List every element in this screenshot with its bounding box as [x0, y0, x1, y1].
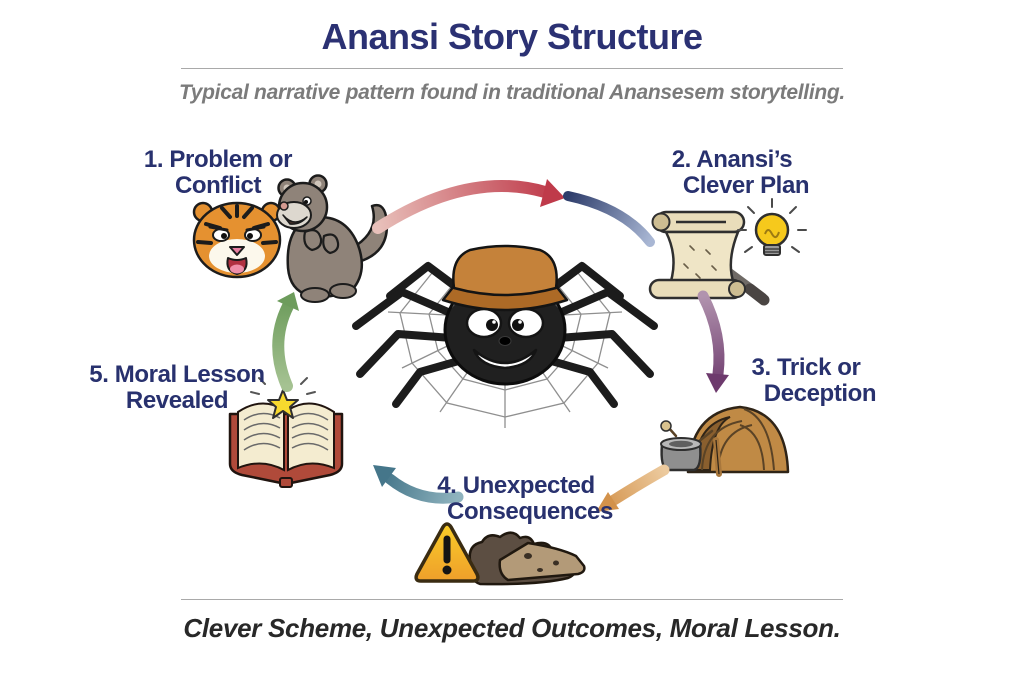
stage-1-line1: 1. Problem or — [143, 146, 293, 173]
top-divider — [181, 68, 843, 69]
arrow-stage5-to-stage1 — [272, 292, 299, 392]
anansi-spider-icon — [352, 244, 658, 408]
stage-1-label: 1. Problem or Conflict — [118, 146, 318, 200]
arrow-stage2-to-stage3 — [697, 290, 729, 393]
stage-2-line1: 2. Anansi’s — [671, 146, 793, 173]
arrow-stage4-to-stage5 — [373, 465, 464, 504]
stage-4-line1: 4. Unexpected — [437, 472, 595, 499]
arrow-stage1-to-stage2 — [372, 179, 655, 247]
mud-icon — [468, 531, 586, 586]
stage-4-label: 4. Unexpected Consequences — [398, 472, 634, 526]
hut-trap-icon — [686, 405, 790, 477]
warning-triangle-icon — [414, 522, 480, 583]
stage-2-line2: Clever Plan — [682, 172, 810, 200]
stage-1-line2: Conflict — [174, 172, 262, 200]
stage-3-line1: 3. Trick or — [751, 354, 861, 381]
tiger-icon — [192, 201, 282, 279]
stage-5-line2: Revealed — [125, 387, 229, 415]
stage-5-label: 5. Moral Lesson Revealed — [76, 361, 278, 415]
scroll-icon — [648, 210, 746, 300]
page-title: Anansi Story Structure — [321, 16, 703, 57]
open-book-icon — [228, 402, 344, 488]
stage-4-line2: Consequences — [447, 498, 613, 526]
arrow-stage3-to-stage4 — [596, 464, 670, 512]
lightbulb-icon — [737, 198, 807, 256]
bottom-divider — [181, 599, 843, 600]
footer-summary: Clever Scheme, Unexpected Outcomes, Mora… — [183, 613, 841, 643]
spider-hat-icon — [441, 244, 569, 312]
stage-5-line1: 5. Moral Lesson — [89, 361, 265, 388]
stage-3-label: 3. Trick or Deception — [720, 354, 892, 408]
stage-3-line2: Deception — [763, 380, 877, 408]
stage-2-label: 2. Anansi’s Clever Plan — [636, 146, 828, 200]
creature-icon — [276, 174, 389, 303]
pot-icon — [660, 420, 714, 472]
subtitle: Typical narrative pattern found in tradi… — [179, 81, 845, 104]
